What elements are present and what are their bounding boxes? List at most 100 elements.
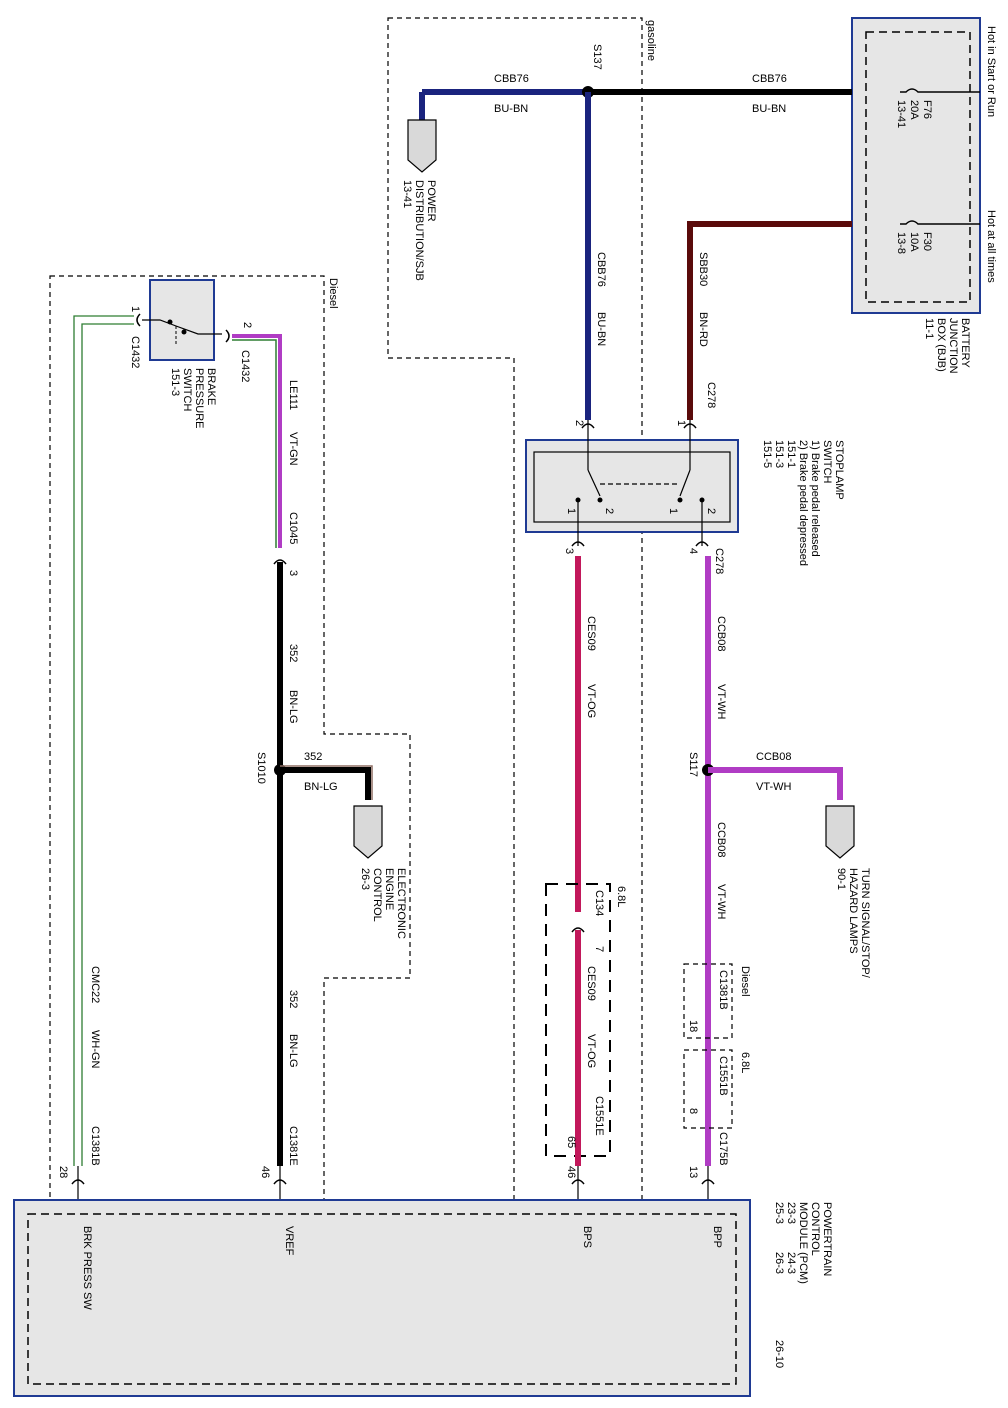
wire-352-a-color: BN-LG xyxy=(287,690,299,724)
wire-sbb30 xyxy=(687,221,852,420)
svg-text:1: 1 xyxy=(565,508,577,514)
c1381e: C1381E xyxy=(287,1126,299,1166)
svg-text:23-3: 23-3 xyxy=(785,1202,797,1224)
svg-text:F76: F76 xyxy=(921,100,933,119)
pin-18: 18 xyxy=(687,1020,699,1032)
svg-text:26-3: 26-3 xyxy=(359,868,371,890)
svg-text:Hot at all times: Hot at all times xyxy=(985,210,997,283)
c1381b-right: C1381B xyxy=(717,970,729,1010)
svg-text:PRESSURE: PRESSURE xyxy=(193,368,205,429)
gasoline-region xyxy=(387,17,643,1283)
svg-text:151-3: 151-3 xyxy=(773,440,785,468)
svg-text:SWITCH: SWITCH xyxy=(821,440,833,483)
wire-le111 xyxy=(232,334,282,548)
svg-text:2) Brake pedal depressed: 2) Brake pedal depressed xyxy=(797,440,809,566)
stoplamp-switch: 2 1 1 2 1 2 3 4 STOPLAMP SWITCH 1) Brake… xyxy=(525,420,845,566)
wire-ces09-b-label: CES09 xyxy=(585,966,597,1001)
c1381b-left: C1381B xyxy=(89,1126,101,1166)
svg-text:1: 1 xyxy=(129,306,141,312)
svg-text:CONTROL: CONTROL xyxy=(809,1202,821,1256)
wire-ccb08-b-label: CCB08 xyxy=(756,751,791,763)
wire-le111-label: LE111 xyxy=(287,380,299,410)
svg-text:2: 2 xyxy=(241,322,253,328)
svg-text:VREF: VREF xyxy=(283,1226,295,1256)
wire-le111-color: VT-GN xyxy=(287,432,299,466)
c134: C134 xyxy=(593,890,605,916)
wire-cmc22-label: CMC22 xyxy=(89,966,101,1003)
svg-text:STOPLAMP: STOPLAMP xyxy=(833,440,845,500)
pin-28: 28 xyxy=(57,1166,69,1178)
c1551e: C1551E xyxy=(593,1096,605,1136)
svg-text:JUNCTION: JUNCTION xyxy=(947,318,959,374)
wire-cbb76-top-right-label: CBB76 xyxy=(752,73,787,85)
wire-352-c-label: 352 xyxy=(287,990,299,1008)
svg-text:11-1: 11-1 xyxy=(923,318,935,339)
c134-pin: 7 xyxy=(593,946,605,952)
wire-352-b-label: 352 xyxy=(304,751,322,763)
wire-sbb30-label: SBB30 xyxy=(697,252,709,286)
svg-text:13-8: 13-8 xyxy=(895,232,907,254)
svg-text:2: 2 xyxy=(603,508,615,514)
wire-cbb76-top-left-label: CBB76 xyxy=(494,73,529,85)
c1381b-diesel-region xyxy=(683,963,733,1039)
svg-text:24-3: 24-3 xyxy=(785,1252,797,1274)
wire-sbb30-color: BN-RD xyxy=(697,312,709,347)
svg-text:BATTERY: BATTERY xyxy=(959,318,971,368)
svg-text:TURN SIGNAL/STOP/: TURN SIGNAL/STOP/ xyxy=(859,868,871,979)
svg-text:SWITCH: SWITCH xyxy=(181,368,193,411)
svg-text:13-41: 13-41 xyxy=(401,180,413,208)
svg-text:F30: F30 xyxy=(921,232,933,251)
c1045-connector-icon xyxy=(273,559,287,565)
svg-text:BPS: BPS xyxy=(581,1226,593,1248)
svg-text:CONTROL: CONTROL xyxy=(371,868,383,922)
power-distribution-connector: POWER DISTRIBUTION/SJB 13-41 xyxy=(401,119,437,281)
wire-cbb76-top-right-color: BU-BN xyxy=(752,103,786,115)
svg-text:BRK PRESS SW: BRK PRESS SW xyxy=(81,1226,93,1310)
c1045-pin: 3 xyxy=(287,570,299,576)
label-68-b: 6.8L xyxy=(739,1052,751,1073)
wire-cmc22 xyxy=(75,317,134,1166)
svg-text:1) Brake pedal released: 1) Brake pedal released xyxy=(809,440,821,557)
svg-text:13-41: 13-41 xyxy=(895,100,907,128)
svg-text:HAZARD LAMPS: HAZARD LAMPS xyxy=(847,868,859,954)
svg-text:25-3: 25-3 xyxy=(773,1202,785,1224)
eec-connector: ELECTRONIC ENGINE CONTROL 26-3 xyxy=(353,805,407,939)
splice-s117: S117 xyxy=(687,752,699,777)
fuse-f30-icon xyxy=(900,220,980,225)
wire-ccb08-a-label: CCB08 xyxy=(715,616,727,651)
svg-text:90-1: 90-1 xyxy=(835,868,847,890)
pin-46-vref: 46 xyxy=(259,1166,271,1178)
svg-text:20A: 20A xyxy=(908,100,920,120)
svg-text:151-3: 151-3 xyxy=(169,368,181,396)
wire-ccb08-c-label: CCB08 xyxy=(715,822,727,857)
pin-46-bps: 46 xyxy=(565,1166,577,1178)
pin-65: 65 xyxy=(565,1136,577,1148)
pin-8: 8 xyxy=(687,1108,699,1114)
wire-ccb08-c-color: VT-WH xyxy=(715,884,727,919)
svg-text:C1432: C1432 xyxy=(129,336,141,368)
c134-connector-icon xyxy=(571,927,585,933)
wire-ccb08-branch xyxy=(708,767,843,800)
svg-text:1: 1 xyxy=(675,420,687,426)
svg-text:10A: 10A xyxy=(908,232,920,252)
wire-ccb08-a-color: VT-WH xyxy=(715,684,727,719)
svg-text:ENGINE: ENGINE xyxy=(383,868,395,910)
pin-13: 13 xyxy=(687,1166,699,1178)
wire-352-branch xyxy=(280,767,371,800)
svg-text:BRAKE: BRAKE xyxy=(205,368,217,405)
svg-text:26-3: 26-3 xyxy=(773,1252,785,1274)
svg-text:POWERTRAIN: POWERTRAIN xyxy=(821,1202,833,1276)
splice-s1010: S1010 xyxy=(255,752,267,784)
wire-352-b-color: BN-LG xyxy=(304,781,338,793)
wire-cbb76-vertical-label: CBB76 xyxy=(595,252,607,287)
svg-text:BPP: BPP xyxy=(711,1226,723,1248)
svg-text:2: 2 xyxy=(705,508,717,514)
svg-text:DISTRIBUTION/SJB: DISTRIBUTION/SJB xyxy=(413,180,425,281)
svg-text:ELECTRONIC: ELECTRONIC xyxy=(395,868,407,939)
battery-junction-box: Hot in Start or Run Hot at all times F76… xyxy=(851,17,997,374)
wire-ces09-a-color: VT-OG xyxy=(585,684,597,718)
brake-pressure-switch: 1 2 C1432 C1432 BRAKE PRESSURE SWITCH 15… xyxy=(129,279,253,429)
diesel-label-c1381b: Diesel xyxy=(739,966,751,997)
svg-text:BOX (BJB): BOX (BJB) xyxy=(935,318,947,372)
